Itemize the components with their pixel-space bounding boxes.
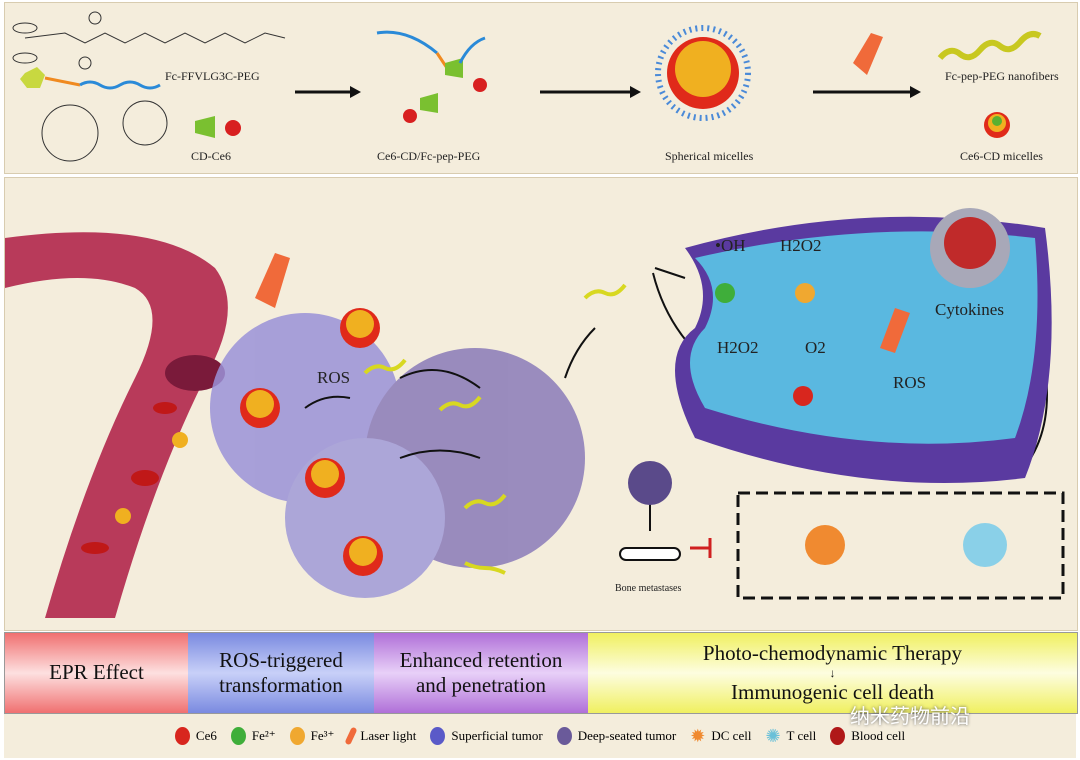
enh-line2: and penetration [415, 673, 547, 697]
micelles-label: Spherical micelles [665, 149, 754, 163]
ce6-icon [174, 727, 190, 745]
legend-label: T cell [786, 728, 817, 743]
t-cell-icon [963, 523, 1007, 567]
legend-label: Laser light [360, 728, 417, 743]
deep-tumor-icon [556, 727, 572, 745]
tumor-cell-icon [675, 208, 1052, 483]
blood-cell-icon [830, 727, 846, 745]
arrow-3-icon [813, 86, 921, 98]
watermark: 纳米药物前沿 [850, 704, 970, 728]
h2o2-top-label: H2O2 [780, 236, 822, 255]
laser-light-icon [255, 253, 290, 308]
dc-cell-icon: ✹ [690, 725, 706, 746]
blood-vessel-icon [5, 232, 228, 618]
fe2-icon [230, 727, 246, 745]
dc-cell-icon [805, 525, 845, 565]
ros-cell-label: ROS [893, 373, 927, 392]
legend-item: Superficial tumor [430, 727, 543, 745]
chemical-structure [12, 11, 286, 162]
bone-metastases-label: Bone metastases [615, 583, 682, 594]
legend-label: Superficial tumor [451, 728, 543, 743]
arrow-2-icon [540, 86, 641, 98]
tumor-cluster [210, 313, 585, 598]
fe3-icon [289, 727, 305, 745]
legend-label: Deep-seated tumor [577, 728, 677, 743]
nanofibers-label: Fc-pep-PEG nanofibers [945, 69, 1059, 83]
synthesis-scheme [12, 11, 1042, 162]
fc-peg-label: Fc-FFVLG3C-PEG [165, 69, 260, 83]
cd-ce6-label: CD-Ce6 [191, 149, 231, 163]
legend-item: Blood cell [830, 727, 905, 745]
cd-ce6-icon [195, 116, 241, 138]
complex-label: Ce6-CD/Fc-pep-PEG [377, 149, 481, 163]
down-arrow-icon: ↓ [829, 665, 836, 680]
cd-micelles-label: Ce6-CD micelles [960, 149, 1043, 163]
spherical-micelle-icon [655, 25, 751, 121]
synthesis-panel: Fc-FFVLG3C-PEG CD-Ce6 Ce6-CD/Fc-pep-PEG … [4, 2, 1078, 174]
legend-label: Blood cell [851, 728, 906, 743]
fc-peg-molecule-icon [20, 67, 161, 90]
legend-label: Fe²⁺ [251, 728, 276, 743]
epr-label: EPR Effect [49, 660, 144, 685]
stage-epr: EPR Effect [5, 633, 188, 713]
stage-pdt: Photo-chemodynamic Therapy↓Immunogenic c… [588, 633, 1077, 713]
legend-label: DC cell [711, 728, 752, 743]
oh-label: •OH [715, 236, 746, 255]
o2-label: O2 [805, 338, 826, 357]
nanofiber-icons [363, 283, 627, 575]
superficial-tumor-icon [430, 727, 446, 745]
laser-light-icon [853, 33, 883, 75]
legend: Ce6 Fe²⁺ Fe³⁺ Laser light Superficial tu… [4, 714, 1076, 758]
mechanism-panel: ROS •OH H2O2 H2O2 O2 Cytokines ROS Bone … [4, 177, 1078, 631]
ce6-cd-micelle-icon [984, 112, 1010, 138]
nanofiber-icon [937, 31, 1042, 61]
legend-label: Fe³⁺ [310, 728, 335, 743]
laser-icon [344, 726, 358, 746]
legend-item: Ce6 [174, 727, 217, 745]
enh-line1: Enhanced retention [399, 647, 563, 672]
ros-label: ROS [317, 368, 351, 387]
legend-item: Fe²⁺ [230, 727, 276, 745]
legend-item: Laser light [344, 726, 417, 746]
legend-item: Deep-seated tumor [556, 727, 677, 745]
bone-metastasis-icons [619, 461, 712, 561]
ros-line2: transformation [219, 673, 343, 697]
arrow-1-icon [295, 86, 361, 98]
complex-icon [376, 30, 487, 123]
legend-item: Fe³⁺ [289, 727, 335, 745]
micelle-icons [240, 308, 383, 576]
cytokines-label: Cytokines [935, 300, 1004, 319]
pdt-label: Photo-chemodynamic Therapy [702, 640, 963, 665]
ros-line1: ROS-triggered [219, 647, 343, 672]
immune-cells-box [736, 491, 1065, 600]
h2o2-bottom-label: H2O2 [717, 338, 759, 357]
legend-label: Ce6 [195, 728, 217, 743]
legend-item: ✺ T cell [765, 726, 816, 747]
legend-item: ✹ DC cell [690, 726, 751, 747]
mechanism-illustration [5, 208, 1065, 618]
icd-label: Immunogenic cell death [731, 680, 934, 705]
t-cell-icon: ✺ [765, 725, 781, 746]
